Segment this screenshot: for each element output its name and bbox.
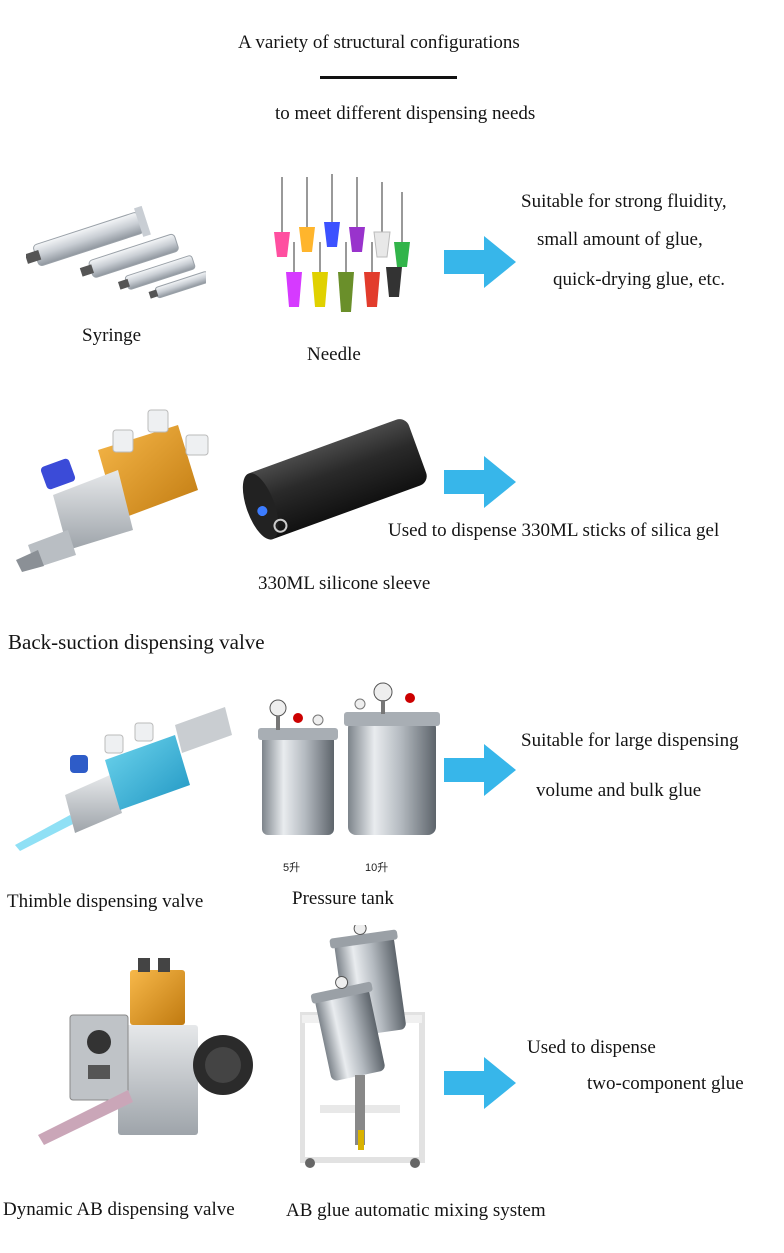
arrow-right-icon [444,744,516,796]
ab-mixing-system-image [300,925,425,1170]
section3-desc-line2: volume and bulk glue [536,780,702,801]
header-divider [320,76,457,79]
header-title: A variety of structural configurations [238,32,520,53]
tank-large-label: 10升 [365,862,389,874]
back-suction-valve-label: Back-suction dispensing valve [8,630,265,654]
dynamic-ab-valve-label: Dynamic AB dispensing valve [3,1199,235,1220]
section1-desc-line2: small amount of glue, [537,229,703,250]
back-suction-valve-image [8,400,218,575]
section1-desc-line3: quick-drying glue, etc. [553,269,726,290]
syringe-label: Syringe [82,325,142,346]
section1-desc-line1: Suitable for strong fluidity, [521,191,727,212]
silicone-sleeve-label: 330ML silicone sleeve [258,573,431,594]
arrow-right-icon [444,1057,516,1109]
thimble-valve-label: Thimble dispensing valve [7,891,204,912]
pressure-tank-image [250,680,440,850]
silicone-sleeve-image [238,405,428,555]
section3-desc-line1: Suitable for large dispensing [521,730,739,751]
thimble-valve-image [10,695,240,855]
section4-desc-line2: two-component glue [587,1073,744,1094]
dynamic-ab-valve-image [8,950,258,1145]
arrow-right-icon [444,456,516,508]
pressure-tank-label: Pressure tank [292,888,394,909]
arrow-right-icon [444,236,516,288]
section4-desc-line1: Used to dispense [527,1037,656,1058]
needle-image [262,172,414,324]
syringe-image [26,190,206,310]
tank-small-label: 5升 [283,862,301,874]
header-subtitle: to meet different dispensing needs [275,103,536,124]
ab-mixing-system-label: AB glue automatic mixing system [286,1200,546,1221]
needle-label: Needle [307,344,361,365]
section2-desc: Used to dispense 330ML sticks of silica … [388,520,720,541]
